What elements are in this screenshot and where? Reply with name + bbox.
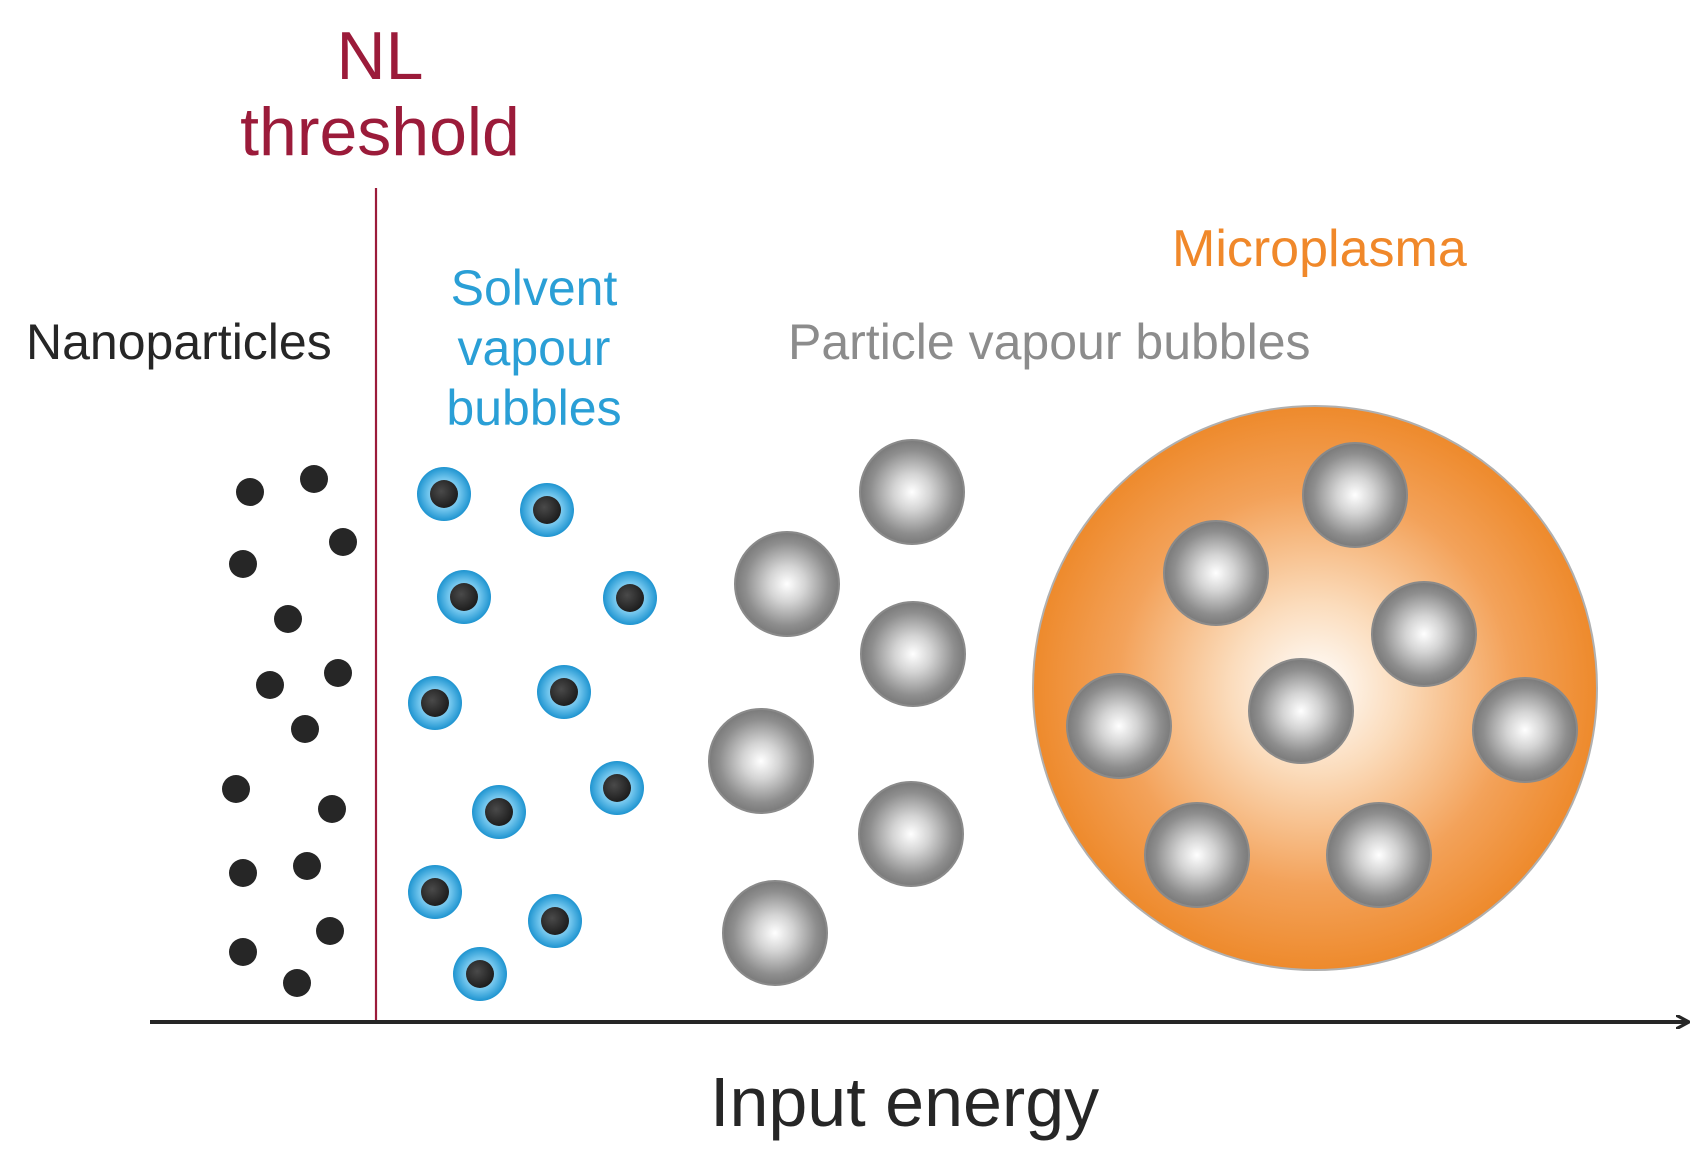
nanoparticle [222,775,250,803]
nanoparticle [329,528,357,556]
nanoparticle [283,969,311,997]
particle-vapour-bubbles-label: Particle vapour bubbles [788,314,1311,370]
nanoparticles-group [222,465,357,997]
particle-vapour-bubble [722,880,828,986]
nanoparticle [300,465,328,493]
particle-vapour-bubble [859,439,965,545]
particle-vapour-bubble [734,531,840,637]
nanoparticle [324,659,352,687]
particle-bubbles-group [708,439,966,986]
threshold-label-line2: threshold [240,94,520,171]
nanoparticle [274,605,302,633]
solvent-bubble [437,570,491,624]
solvent-bubble [528,894,582,948]
solvent-bubble [520,483,574,537]
particle-vapour-bubble [1472,677,1578,783]
particle-vapour-bubble [1248,658,1354,764]
x-axis-label: Input energy [710,1063,1100,1141]
nanoparticles-label: Nanoparticles [26,314,332,370]
solvent-bubble [408,676,462,730]
solvent-bubbles-group [408,467,657,1001]
particle-vapour-bubble [1326,802,1432,908]
solvent-bubble [453,947,507,1001]
nl-threshold-label: NL threshold [240,18,520,170]
solvent-label-line2: vapour [457,320,611,376]
solvent-bubble [603,571,657,625]
nanoparticle [256,671,284,699]
particle-vapour-bubble [1302,442,1408,548]
nanoparticle [316,917,344,945]
microplasma-label: Microplasma [1172,220,1467,278]
nanoparticle [229,859,257,887]
microplasma-group [1032,405,1598,971]
particle-vapour-bubble [858,781,964,887]
particle-vapour-bubble [1163,520,1269,626]
solvent-bubble [417,467,471,521]
nanoparticle [229,550,257,578]
solvent-bubble [590,761,644,815]
nanoparticle [318,795,346,823]
particle-vapour-bubble [1066,673,1172,779]
solvent-vapour-bubbles-label: Solvent vapour bubbles [446,258,621,438]
nanoparticle [229,938,257,966]
nanoparticle [236,478,264,506]
solvent-label-line3: bubbles [446,380,622,436]
threshold-label-line1: NL [336,18,424,94]
particle-vapour-bubble [1371,581,1477,687]
particle-vapour-bubble [860,601,966,707]
nanoparticle [293,852,321,880]
particle-vapour-bubble [1144,802,1250,908]
solvent-bubble [408,865,462,919]
solvent-bubble [537,665,591,719]
particle-vapour-bubble [708,708,814,814]
nanoparticle [291,715,319,743]
solvent-bubble [472,785,526,839]
solvent-label-line1: Solvent [450,260,618,316]
